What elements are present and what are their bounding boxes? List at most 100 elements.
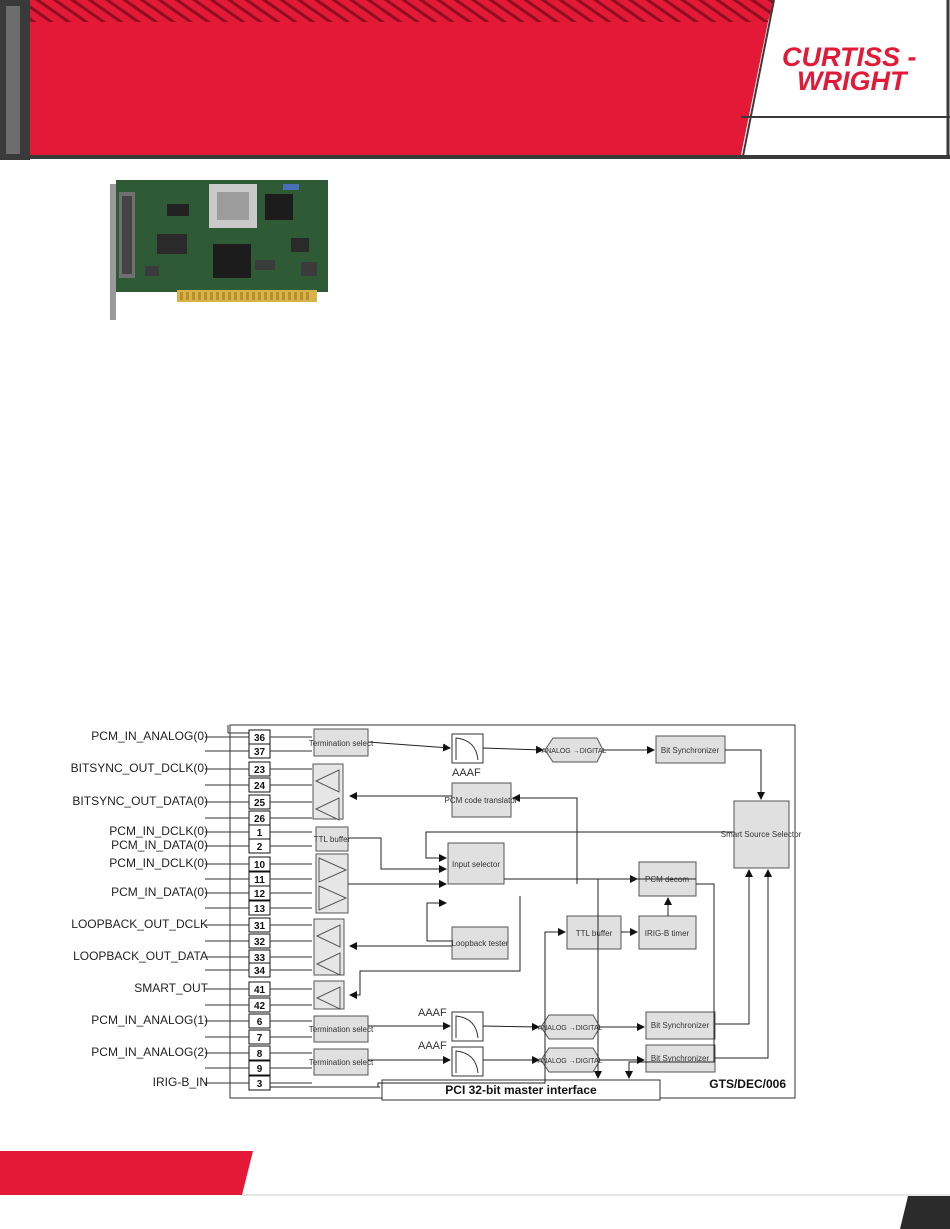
input-selector-label: Input selector xyxy=(452,860,500,869)
pin-signal-label: PCM_IN_DATA(0) xyxy=(111,838,208,852)
adc-2-label: ANALOG →DIGITAL xyxy=(538,1058,603,1065)
connector-pin-number: 41 xyxy=(254,985,266,996)
adc-1-label: ANALOG →DIGITAL xyxy=(538,1025,603,1032)
termination-select-2-label: Termination select xyxy=(309,1058,374,1067)
connector-pin-box xyxy=(248,838,271,854)
connector-pin-number: 9 xyxy=(257,1064,263,1075)
irig-b-timer-label: IRIG-B timer xyxy=(645,929,690,938)
connector-pin-number: 42 xyxy=(254,1001,266,1012)
pin-signal-label: IRIG-B_IN xyxy=(152,1075,208,1089)
termination-select-0-label: Termination select xyxy=(309,739,374,748)
pin-signal-label: BITSYNC_OUT_DATA(0) xyxy=(72,794,208,808)
pci-interface-box xyxy=(381,1079,661,1101)
driver-group-0 xyxy=(312,763,344,820)
connector-pin-number: 11 xyxy=(254,875,265,886)
pin-signal-label: PCM_IN_ANALOG(0) xyxy=(91,729,208,743)
connector-pin-number: 24 xyxy=(254,781,266,792)
connector-pin-box xyxy=(248,962,271,978)
termination-select-0-box xyxy=(313,728,369,757)
connector-pin-box xyxy=(248,794,271,810)
adc-2-shape xyxy=(540,1047,601,1073)
pcm-decom-box xyxy=(638,861,697,897)
connector-pin-box xyxy=(248,810,271,826)
connector-pin-number: 33 xyxy=(254,953,266,964)
connector-pin-number: 6 xyxy=(257,1017,263,1028)
pcm-decom-label: PCM decom xyxy=(645,875,689,884)
adc-0-label: ANALOG →DIGITAL xyxy=(542,748,607,755)
connector-pin-number: 34 xyxy=(254,966,266,977)
connector-pin-number: 23 xyxy=(254,765,266,776)
ttl-buffer-0-box xyxy=(315,826,349,852)
bit-synchronizer-2-box xyxy=(645,1044,716,1073)
pin-signal-label: SMART_OUT xyxy=(134,981,208,995)
termination-select-2-box xyxy=(313,1048,369,1076)
connector-pin-box xyxy=(248,777,271,793)
logo-line1: CURTISS - xyxy=(782,42,917,72)
driver-group-1 xyxy=(313,918,345,976)
irig-b-timer-box xyxy=(638,915,697,950)
driver-group-2 xyxy=(313,980,345,1010)
connector-pin-box xyxy=(248,743,271,759)
connector-pin-number: 37 xyxy=(254,747,266,758)
bit-synchronizer-0-box xyxy=(655,735,726,764)
connector-pin-box xyxy=(248,729,271,745)
aaaf-label-2: AAAF xyxy=(418,1040,447,1052)
bit-synchronizer-2-label: Bit Synchronizer xyxy=(651,1054,710,1063)
adc-1-shape xyxy=(540,1014,601,1040)
connector-pin-box xyxy=(248,1013,271,1029)
aaaf-filter-2 xyxy=(451,1046,484,1077)
connector-pin-box xyxy=(248,1045,271,1061)
connector-pin-box xyxy=(248,761,271,777)
logo-line2: WRIGHT xyxy=(797,66,909,96)
connector-pin-box xyxy=(248,900,271,916)
connector-pin-number: 3 xyxy=(257,1079,263,1090)
loopback-tester-box xyxy=(451,926,509,960)
connector-pin-number: 2 xyxy=(257,842,263,853)
connector-pin-box xyxy=(248,1060,271,1076)
loopback-tester-label: Loopback tester xyxy=(452,939,509,948)
connector-pin-box xyxy=(248,1029,271,1045)
connector-pin-box xyxy=(248,856,271,872)
connector-pin-number: 1 xyxy=(257,828,263,839)
bit-synchronizer-1-label: Bit Synchronizer xyxy=(651,1021,710,1030)
pin-signal-label: PCM_IN_DCLK(0) xyxy=(109,856,208,870)
pin-signal-label: PCM_IN_ANALOG(1) xyxy=(91,1013,208,1027)
bit-synchronizer-1-box xyxy=(645,1011,716,1040)
connector-pin-number: 32 xyxy=(254,937,266,948)
ttl-buffer-1-box xyxy=(566,915,622,950)
termination-select-1-label: Termination select xyxy=(309,1025,374,1034)
aaaf-label-0: AAAF xyxy=(452,767,481,779)
part-number-label: GTS/DEC/006 xyxy=(709,1077,786,1091)
ttl-buffer-1-label: TTL buffer xyxy=(576,929,613,938)
pcm-code-translator-label: PCM code translator xyxy=(445,796,518,805)
aaaf-label-1: AAAF xyxy=(418,1007,447,1019)
smart-source-selector-label: Smart Source Selector xyxy=(721,830,802,839)
connector-pin-box xyxy=(248,949,271,965)
connector-pin-box xyxy=(248,885,271,901)
connector-pin-number: 36 xyxy=(254,733,266,744)
aaaf-filter-1 xyxy=(451,1011,484,1042)
connector-pin-box xyxy=(248,824,271,840)
bit-synchronizer-0-label: Bit Synchronizer xyxy=(661,746,720,755)
card-boundary xyxy=(229,724,796,1099)
connector-pin-number: 12 xyxy=(254,889,266,900)
connector-pin-number: 31 xyxy=(254,921,266,932)
pin-signal-label: LOOPBACK_OUT_DCLK xyxy=(71,917,208,931)
pin-signal-label: BITSYNC_OUT_DCLK(0) xyxy=(70,761,208,775)
pci-interface-label: PCI 32-bit master interface xyxy=(445,1083,597,1097)
connector-pin-box xyxy=(248,933,271,949)
connector-pin-box xyxy=(248,981,271,997)
footer-red-band xyxy=(0,1151,253,1195)
header-banner: CURTISS - WRIGHT xyxy=(0,0,950,160)
header-hatched-band xyxy=(30,0,774,22)
footer-page-tab xyxy=(900,1196,950,1229)
aaaf-filter-0 xyxy=(451,733,484,764)
connector-pin-box xyxy=(248,997,271,1013)
connector-pin-box xyxy=(248,871,271,887)
connector-pin-number: 13 xyxy=(254,904,266,915)
connector-pin-box xyxy=(248,917,271,933)
connector-pin-box xyxy=(248,1075,271,1091)
connector-pin-number: 25 xyxy=(254,798,266,809)
